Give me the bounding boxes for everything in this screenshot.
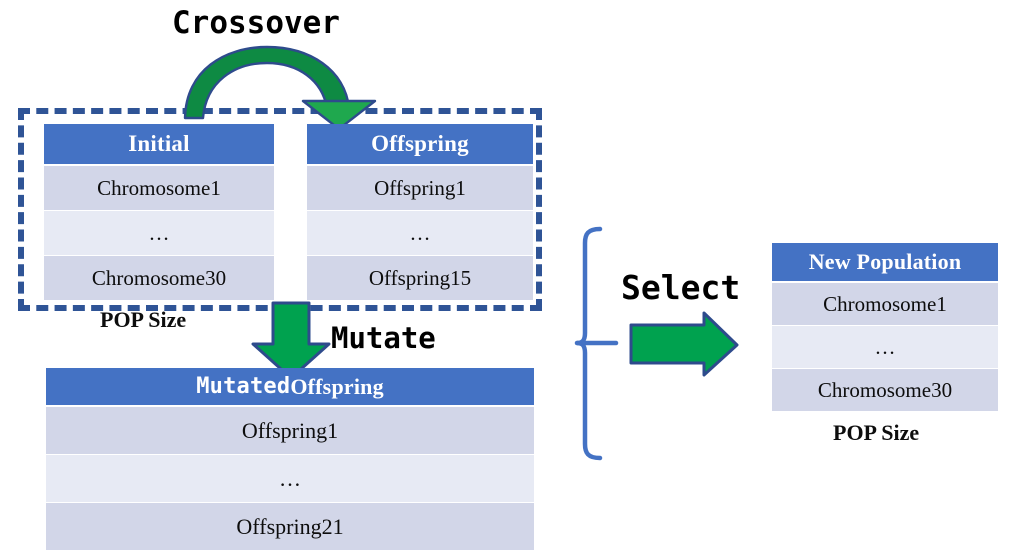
table-row: …	[772, 326, 998, 368]
table-row: Offspring15	[307, 256, 533, 300]
table-row: …	[44, 211, 274, 255]
new-population-table: New Population Chromosome1 … Chromosome3…	[772, 243, 998, 411]
mutated-offspring-table-header: Mutated Offspring	[46, 368, 534, 405]
initial-table: Initial Chromosome1 … Chromosome30	[44, 124, 274, 301]
select-label: Select	[621, 268, 741, 307]
table-row: Chromosome1	[44, 166, 274, 210]
table-row: …	[307, 211, 533, 255]
table-row: Offspring1	[307, 166, 533, 210]
crossover-label: Crossover	[172, 5, 340, 41]
initial-table-header: Initial	[44, 124, 274, 164]
table-row: …	[46, 455, 534, 502]
pop-size-label-left: POP Size	[100, 307, 187, 332]
table-row: Offspring1	[46, 407, 534, 454]
new-population-table-header: New Population	[772, 243, 998, 281]
table-row: Offspring21	[46, 503, 534, 550]
table-row: Chromosome1	[772, 283, 998, 325]
table-row: Chromosome30	[772, 369, 998, 411]
mutated-offspring-header-mono: Mutated	[196, 374, 291, 399]
mutate-label: Mutate	[331, 321, 436, 355]
mutated-offspring-table: Mutated Offspring Offspring1 … Offspring…	[46, 368, 534, 553]
table-row: Chromosome30	[44, 256, 274, 300]
offspring-table-header: Offspring	[307, 124, 533, 164]
mutated-offspring-header-serif: Offspring	[290, 373, 384, 399]
offspring-table: Offspring Offspring1 … Offspring15	[307, 124, 533, 301]
pop-size-label-right: POP Size	[833, 420, 920, 445]
